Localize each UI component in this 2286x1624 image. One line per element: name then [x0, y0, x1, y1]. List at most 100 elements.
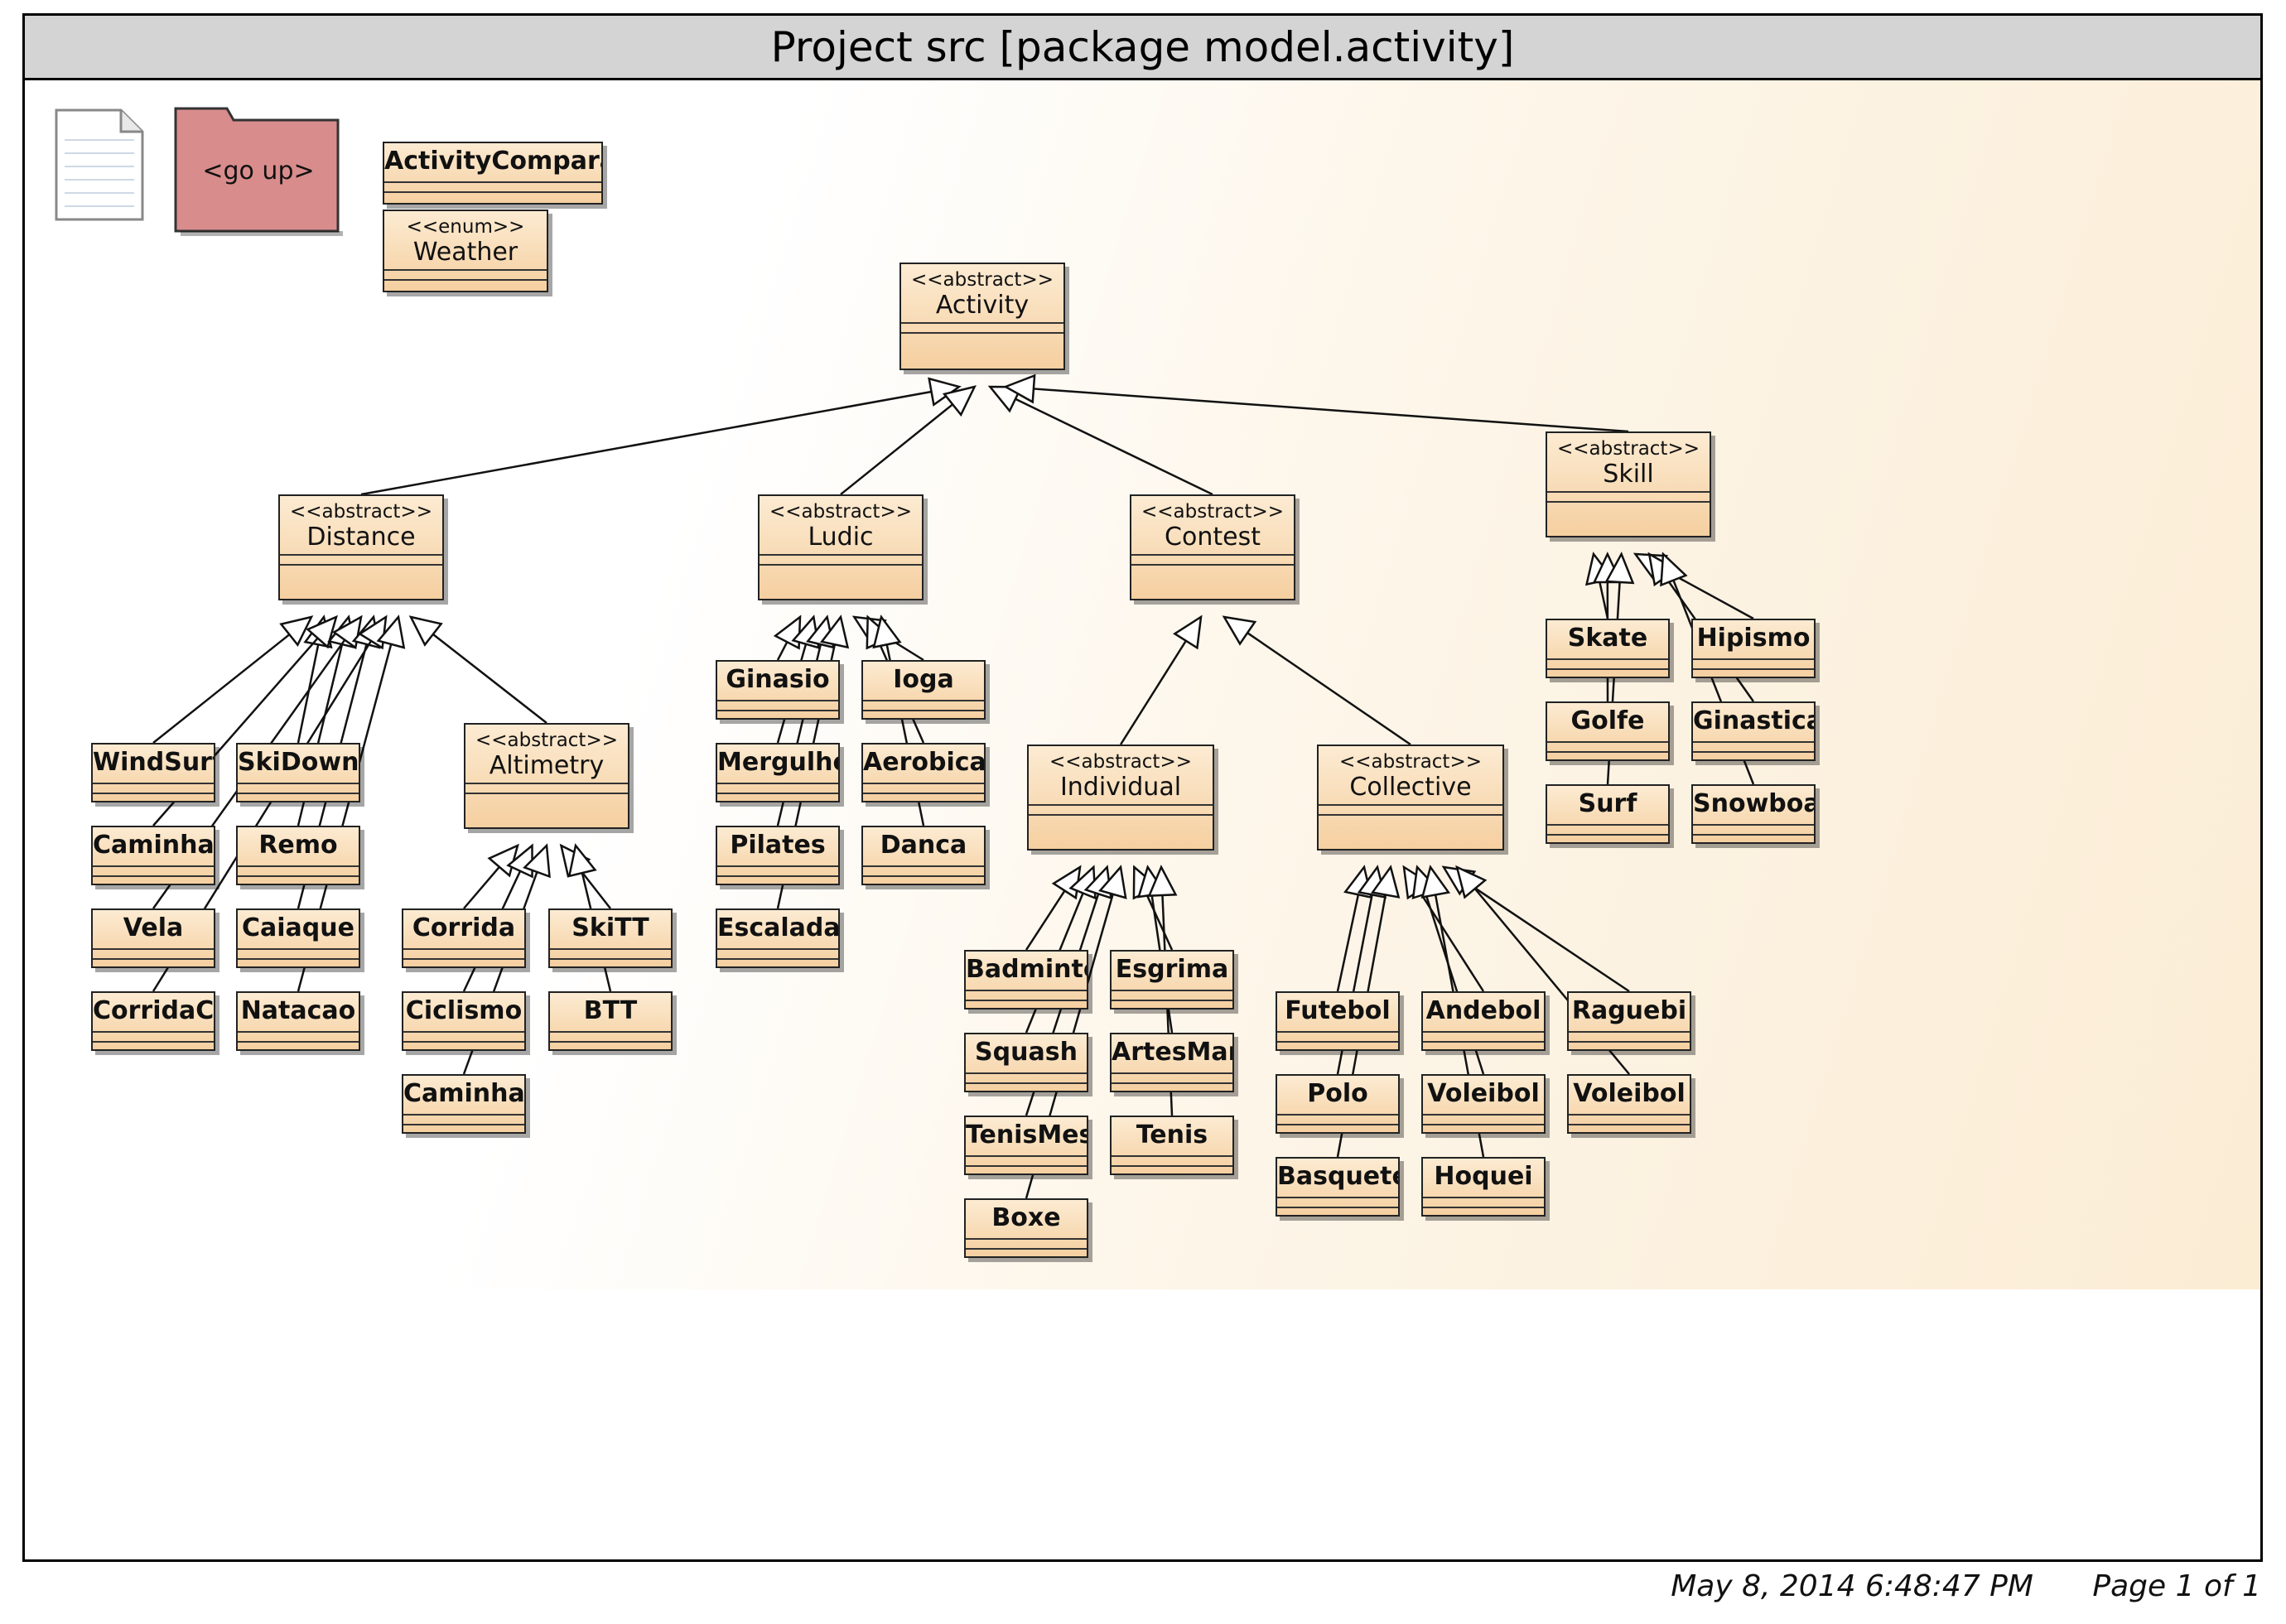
attribute-compartment-divider: [1423, 1114, 1544, 1116]
class-stereotype: <<abstract>>: [475, 730, 618, 751]
class-tenis[interactable]: Tenis: [1110, 1116, 1234, 1175]
class-weather[interactable]: <<enum>>Weather: [383, 210, 548, 292]
class-name: Individual: [1059, 773, 1182, 802]
class-altimetry[interactable]: <<abstract>>Altimetry: [464, 723, 629, 829]
attribute-compartment-divider: [384, 269, 547, 271]
class-ginasio[interactable]: Ginasio: [716, 660, 840, 720]
class-raguebi[interactable]: Raguebi: [1567, 991, 1691, 1051]
class-voleibol2[interactable]: Voleibol: [1567, 1074, 1691, 1134]
class-stereotype: <<enum>>: [406, 216, 525, 238]
class-voleibol1[interactable]: Voleibol: [1421, 1074, 1546, 1134]
class-remo[interactable]: Remo: [236, 826, 360, 885]
attribute-compartment-divider: [1277, 1114, 1398, 1116]
class-activity[interactable]: <<abstract>>Activity: [899, 263, 1065, 370]
class-stereotype: <<abstract>>: [290, 501, 432, 523]
class-corridac[interactable]: CorridaC: [91, 991, 215, 1051]
class-snowboard[interactable]: Snowboard: [1691, 784, 1816, 844]
diagram-frame: Project src [package model.activity] <go…: [22, 13, 2263, 1562]
class-tenismesa[interactable]: TenisMesa: [964, 1116, 1088, 1175]
operation-compartment-divider: [465, 793, 628, 794]
class-ioga[interactable]: Ioga: [861, 660, 986, 720]
class-skitt[interactable]: SkiTT: [548, 908, 673, 968]
class-name: Voleibol: [1573, 1079, 1686, 1108]
operation-compartment-divider: [1547, 751, 1668, 753]
operation-compartment-divider: [403, 1041, 524, 1043]
class-name: Ginastica: [1693, 706, 1814, 735]
class-danca[interactable]: Danca: [861, 826, 986, 885]
generalization-arrow: [408, 615, 547, 724]
go-up-folder[interactable]: <go up>: [174, 107, 343, 236]
class-name: Hoquei: [1434, 1162, 1533, 1191]
operation-compartment-divider: [1112, 1000, 1232, 1001]
attribute-compartment-divider: [1112, 1155, 1232, 1157]
class-pilates[interactable]: Pilates: [716, 826, 840, 885]
class-distance[interactable]: <<abstract>>Distance: [278, 494, 444, 600]
class-individual[interactable]: <<abstract>>Individual: [1027, 745, 1214, 851]
class-contest[interactable]: <<abstract>>Contest: [1130, 494, 1295, 600]
operation-compartment-divider: [1112, 1082, 1232, 1084]
attribute-compartment-divider: [403, 1114, 524, 1116]
attribute-compartment-divider: [966, 1238, 1087, 1240]
class-btt[interactable]: BTT: [548, 991, 673, 1051]
attribute-compartment-divider: [966, 1155, 1087, 1157]
class-caminhada-a[interactable]: Caminha: [402, 1074, 526, 1134]
class-squash[interactable]: Squash: [964, 1033, 1088, 1092]
generalization-arrow: [1025, 865, 1082, 951]
generalization-arrow: [463, 843, 519, 909]
attribute-compartment-divider: [717, 865, 838, 867]
class-windsurf[interactable]: WindSurf: [91, 743, 215, 802]
operation-compartment-divider: [1029, 814, 1213, 816]
class-boxe[interactable]: Boxe: [964, 1198, 1088, 1258]
class-skill[interactable]: <<abstract>>Skill: [1546, 431, 1711, 537]
class-collective[interactable]: <<abstract>>Collective: [1317, 745, 1504, 851]
attribute-compartment-divider: [760, 554, 922, 556]
operation-compartment-divider: [403, 1124, 524, 1125]
class-polo[interactable]: Polo: [1276, 1074, 1400, 1134]
class-name: Ciclismo: [405, 996, 523, 1025]
class-artesmarciais[interactable]: ArtesMarciais: [1110, 1033, 1234, 1092]
class-corrida[interactable]: Corrida: [402, 908, 526, 968]
class-ginastica[interactable]: Ginastica: [1691, 701, 1816, 761]
operation-compartment-divider: [966, 1082, 1087, 1084]
attribute-compartment-divider: [966, 1072, 1087, 1074]
class-caminhada-d[interactable]: Caminha: [91, 826, 215, 885]
document-icon[interactable]: [53, 107, 146, 223]
class-ludic[interactable]: <<abstract>>Ludic: [758, 494, 924, 600]
class-hipismo[interactable]: Hipismo: [1691, 619, 1816, 678]
class-vela[interactable]: Vela: [91, 908, 215, 968]
operation-compartment-divider: [550, 1041, 671, 1043]
class-name: Skate: [1567, 624, 1648, 653]
class-name: Collective: [1349, 773, 1472, 802]
operation-compartment-divider: [717, 710, 838, 711]
class-skidown[interactable]: SkiDown: [236, 743, 360, 802]
operation-compartment-divider: [384, 191, 601, 193]
class-hoquei[interactable]: Hoquei: [1421, 1157, 1546, 1217]
class-name: Skill: [1603, 460, 1654, 489]
class-name: ActivityComparatorByDate: [384, 147, 601, 176]
class-golfe[interactable]: Golfe: [1546, 701, 1670, 761]
class-ciclismo[interactable]: Ciclismo: [402, 991, 526, 1051]
class-name: Hipismo: [1696, 624, 1811, 653]
class-mergulho[interactable]: Mergulho: [716, 743, 840, 802]
class-escalada[interactable]: Escalada: [716, 908, 840, 968]
class-skate[interactable]: Skate: [1546, 619, 1670, 678]
operation-compartment-divider: [717, 875, 838, 877]
class-esgrima[interactable]: Esgrima: [1110, 950, 1234, 1010]
class-activity-comparator[interactable]: ActivityComparatorByDate: [383, 142, 603, 205]
class-surf[interactable]: Surf: [1546, 784, 1670, 844]
class-basquetebol[interactable]: Basquetebol: [1276, 1157, 1400, 1217]
attribute-compartment-divider: [1277, 1197, 1398, 1198]
class-aerobica[interactable]: Aerobica: [861, 743, 986, 802]
attribute-compartment-divider: [93, 948, 214, 950]
class-futebol[interactable]: Futebol: [1276, 991, 1400, 1051]
class-badminton[interactable]: Badminton: [964, 950, 1088, 1010]
class-name: Mergulho: [717, 748, 838, 777]
class-name: Andebol: [1425, 996, 1541, 1025]
class-caiaque[interactable]: Caiaque: [236, 908, 360, 968]
operation-compartment-divider: [280, 564, 442, 566]
class-natacao[interactable]: Natacao: [236, 991, 360, 1051]
class-name: Remo: [258, 831, 338, 860]
class-name: SkiDown: [238, 748, 359, 777]
class-name: Voleibol: [1427, 1079, 1540, 1108]
class-andebol[interactable]: Andebol: [1421, 991, 1546, 1051]
